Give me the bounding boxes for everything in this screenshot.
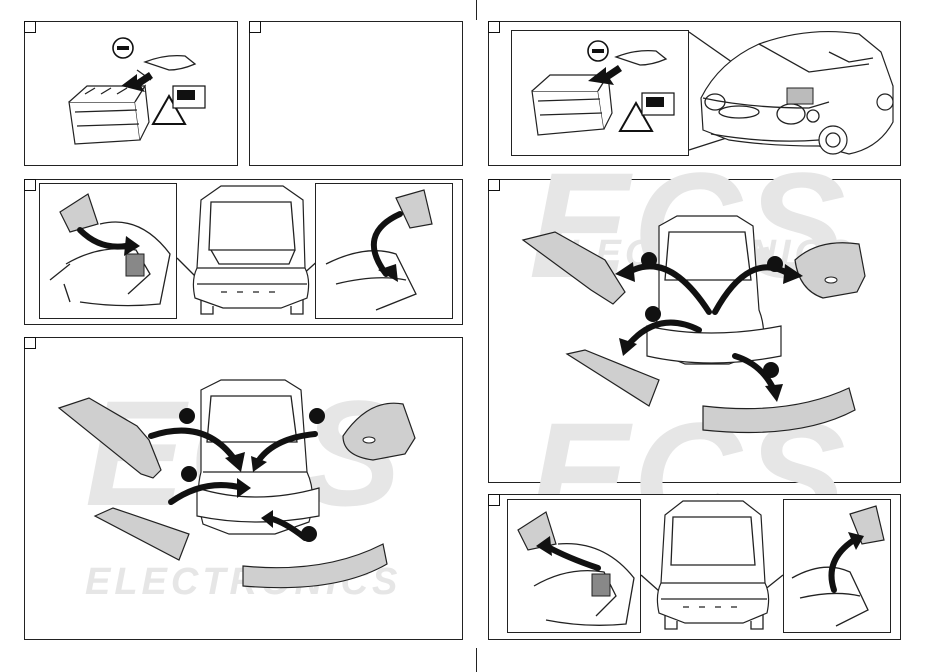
right-trim-detail-inset [315, 183, 453, 319]
battery-illustration [25, 22, 239, 167]
step-checkbox[interactable] [249, 21, 261, 33]
step-panel-empty [249, 21, 463, 166]
right-side-trim-illustration [784, 500, 892, 634]
step-panel-battery-disconnect [24, 21, 238, 166]
step-panel-refit-side-trims [488, 494, 901, 640]
page-divider-bottom [476, 648, 477, 672]
car-front-illustration [489, 22, 902, 167]
step-panel-remove-rear-components: ECS ELECTRONICS [24, 337, 463, 640]
step-panel-engine-bay [488, 21, 901, 166]
right-trim-detail-inset [783, 499, 891, 633]
right-side-trim-illustration [316, 184, 454, 320]
rear-exploded-illustration [25, 338, 464, 641]
page-divider-top [476, 0, 477, 20]
rear-exploded-illustration [489, 180, 902, 484]
step-panel-remove-side-trims [24, 179, 463, 325]
step-panel-rear-exploded-view: ECS ELECTRONICS ECS [488, 179, 901, 483]
